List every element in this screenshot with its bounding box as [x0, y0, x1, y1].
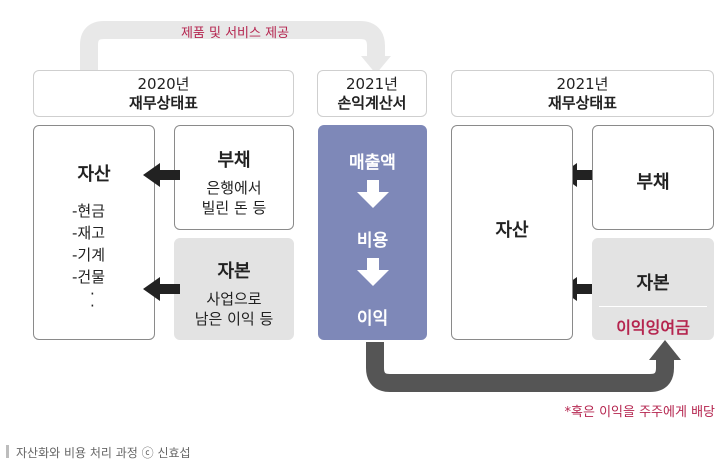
header-2020-year: 2020년 [137, 75, 190, 93]
asset-item-ellipsis-2: · [90, 297, 95, 315]
top-arrow-label: 제품 및 서비스 제공 [180, 26, 290, 41]
profit-flow-arrow [366, 342, 674, 392]
liability-arrow-head [143, 163, 160, 187]
liability-title-2020: 부채 [217, 150, 251, 171]
down-arrow-2-shaft [367, 258, 379, 272]
header-income-year: 2021년 [346, 75, 398, 93]
equity-title-2020: 자본 [217, 261, 251, 282]
equity-2021-arrow-shaft [575, 284, 597, 294]
header-2021-year: 2021년 [556, 75, 609, 93]
liability-desc-line2: 빌린 돈 등 [201, 199, 267, 217]
liability-box-2020: 부채 은행에서 빌린 돈 등 [174, 125, 294, 230]
asset-item-ellipsis-1: · [90, 285, 95, 303]
asset-title-2021: 자산 [495, 220, 529, 241]
profit-flow-arrowhead [649, 340, 681, 360]
service-flow-arrowhead [361, 56, 391, 74]
equity-divider [599, 306, 707, 307]
header-income: 2021년 손익계산서 [317, 70, 427, 117]
header-2021-title: 재무상태표 [547, 94, 617, 112]
income-step-revenue: 매출액 [349, 153, 396, 173]
equity-desc-line2: 남은 이익 등 [194, 310, 274, 328]
header-income-title: 손익계산서 [337, 94, 407, 112]
asset-item-machine: -기계 [72, 246, 106, 264]
equity-title-2021: 자본 [636, 273, 670, 294]
down-arrow-1-shaft [367, 180, 379, 194]
asset-item-inventory: -재고 [72, 224, 106, 242]
header-2020: 2020년 재무상태표 [33, 70, 294, 117]
header-2021: 2021년 재무상태표 [451, 70, 714, 117]
asset-title-2020: 자산 [77, 164, 111, 185]
income-step-expense: 비용 [356, 231, 389, 251]
liability-title-2021: 부채 [636, 172, 670, 193]
liability-arrow-shaft [158, 170, 180, 180]
down-arrow-2-head [357, 270, 389, 286]
income-statement-box: 매출액 비용 이익 [318, 125, 427, 340]
retained-earnings-label: 이익잉여금 [616, 318, 690, 337]
liability-box-2021: 부채 [592, 125, 714, 230]
equity-arrow-shaft [158, 284, 180, 294]
income-down-arrows [357, 180, 389, 286]
footnote: *혹은 이익을 주주에게 배당 [564, 405, 715, 420]
liability-desc-line1: 은행에서 [206, 179, 262, 197]
asset-box-2021: 자산 [451, 125, 573, 340]
equity-arrow-head [143, 277, 160, 301]
liability-2021-arrow-shaft [575, 170, 597, 180]
service-flow-arrow [80, 21, 385, 70]
equity-box-2020: 자본 사업으로 남은 이익 등 [174, 238, 294, 340]
equity-desc-line1: 사업으로 [206, 290, 262, 308]
income-step-profit: 이익 [356, 309, 389, 329]
down-arrow-1-head [357, 192, 389, 208]
asset-item-building: -건물 [72, 268, 106, 286]
asset-item-cash: -현금 [72, 202, 106, 220]
asset-box-2020: 자산 -현금 -재고 -기계 -건물 · · [33, 125, 155, 340]
header-2020-title: 재무상태표 [128, 94, 198, 112]
figure-caption: 자산화와 비용 처리 과정 ⓒ 신효섭 [16, 446, 191, 460]
equity-box-2021: 자본 이익잉여금 [592, 238, 714, 340]
caption-bar [6, 445, 9, 458]
